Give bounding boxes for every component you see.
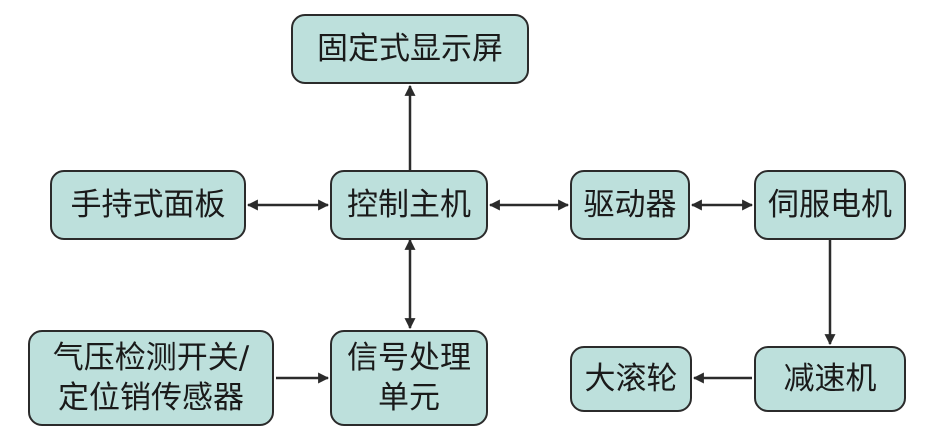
node-driver: 驱动器	[570, 170, 690, 240]
node-sensor: 气压检测开关/ 定位销传感器	[28, 330, 274, 426]
node-handheld-panel: 手持式面板	[50, 170, 246, 240]
node-label: 伺服电机	[768, 187, 892, 223]
node-label-line2: 单元	[378, 380, 440, 416]
node-label: 手持式面板	[70, 187, 226, 223]
node-large-roller: 大滚轮	[570, 346, 692, 412]
node-label-line1: 信号处理	[347, 340, 471, 376]
node-label: 固定式显示屏	[317, 31, 503, 67]
node-signal-processing: 信号处理 单元	[330, 330, 488, 426]
node-label-line1: 气压检测开关/	[52, 340, 250, 376]
node-label: 大滚轮	[584, 361, 678, 397]
node-label-line2: 定位销传感器	[58, 380, 244, 416]
node-servo-motor: 伺服电机	[754, 170, 906, 240]
node-fixed-display: 固定式显示屏	[291, 14, 529, 84]
node-label: 减速机	[783, 361, 877, 397]
node-control-host: 控制主机	[330, 170, 488, 240]
node-reducer: 减速机	[754, 346, 906, 412]
node-label: 驱动器	[583, 187, 677, 223]
node-label: 控制主机	[347, 187, 471, 223]
